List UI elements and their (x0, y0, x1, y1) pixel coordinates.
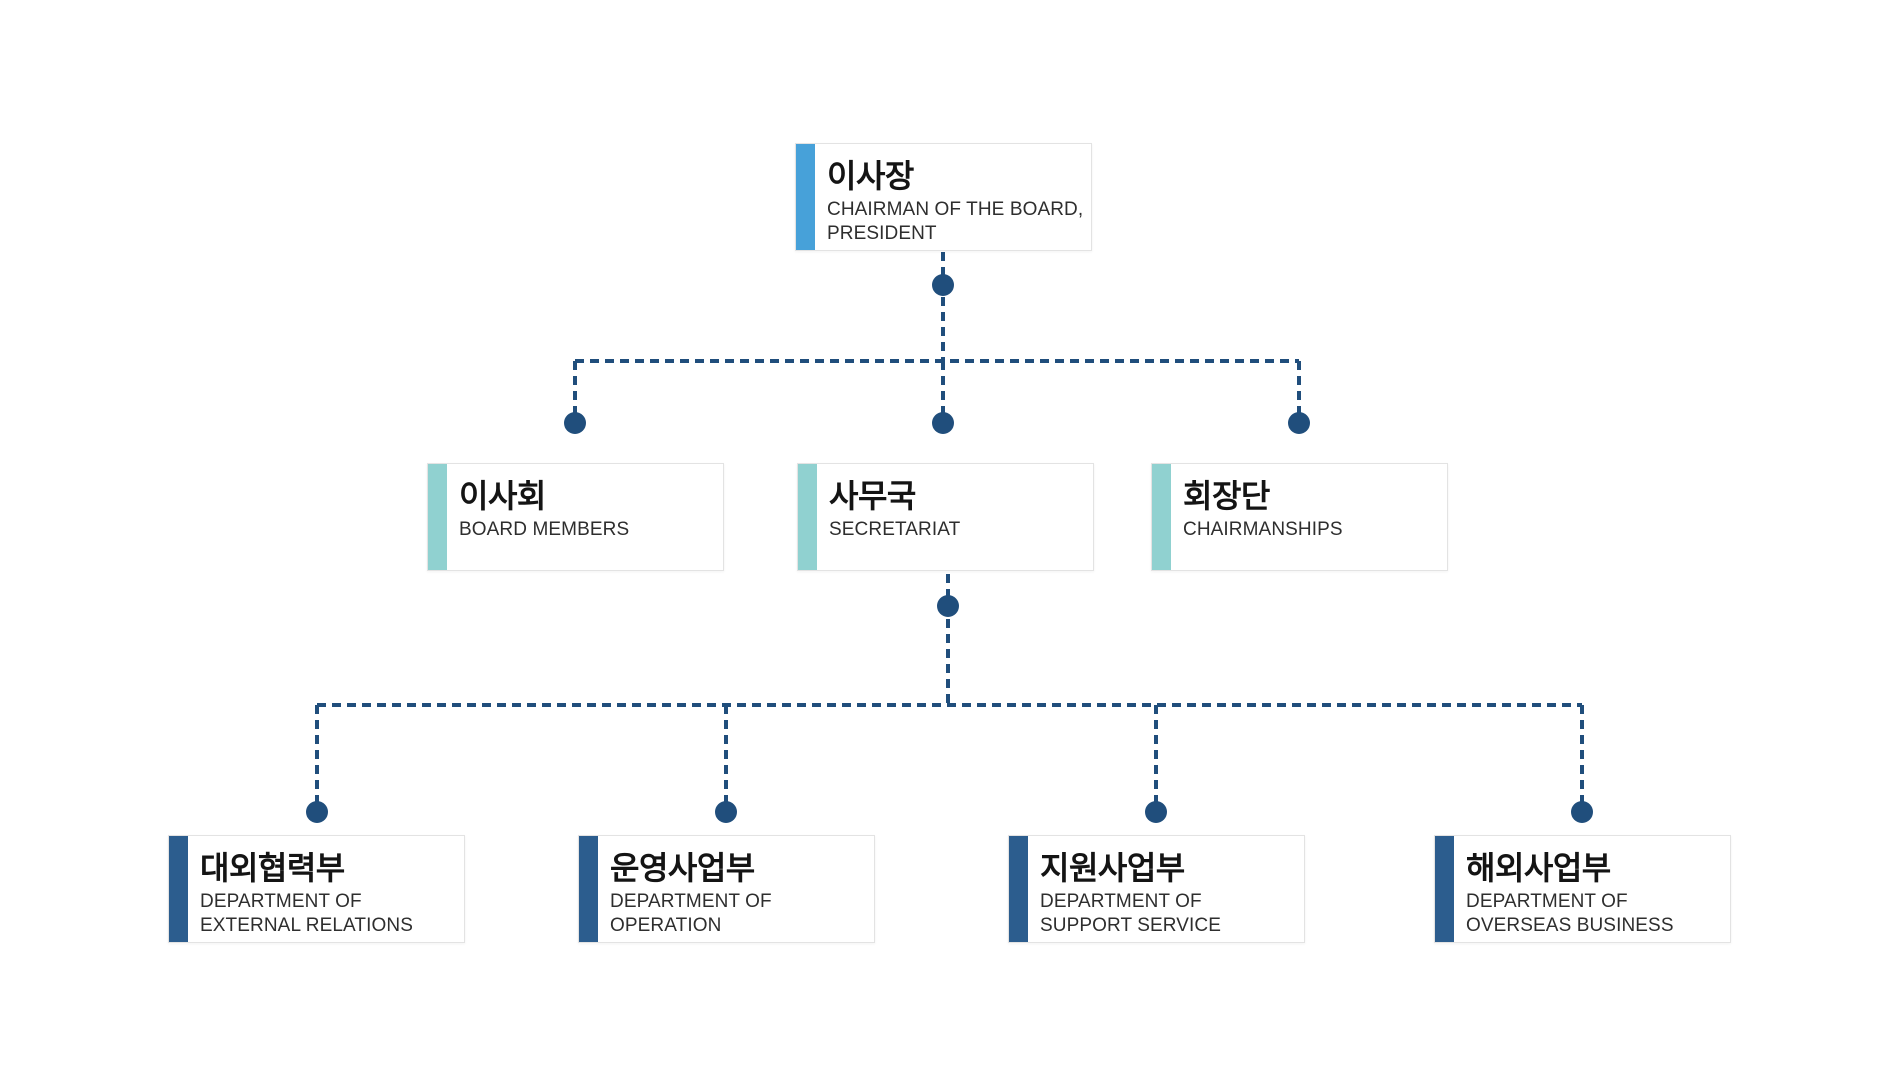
node-subtitle: CHAIRMAN OF THE BOARD, PRESIDENT (827, 199, 1084, 244)
connector-dot (1288, 412, 1310, 434)
connector-dot (306, 801, 328, 823)
accent-bar (579, 836, 598, 942)
accent-bar (428, 464, 447, 570)
connector-dot (932, 412, 954, 434)
accent-bar (1009, 836, 1028, 942)
org-node-overseas-business: 해외사업부 DEPARTMENT OF OVERSEAS BUSINESS (1434, 835, 1731, 943)
accent-bar (1435, 836, 1454, 942)
accent-bar (796, 144, 815, 250)
org-node-external-relations: 대외협력부 DEPARTMENT OF EXTERNAL RELATIONS (168, 835, 465, 943)
node-subtitle: DEPARTMENT OF OPERATION (610, 891, 772, 936)
connector-dot (1145, 801, 1167, 823)
node-subtitle: DEPARTMENT OF OVERSEAS BUSINESS (1466, 891, 1674, 936)
accent-bar (169, 836, 188, 942)
connector-dot (1571, 801, 1593, 823)
org-node-secretariat: 사무국 SECRETARIAT (797, 463, 1094, 571)
node-subtitle: BOARD MEMBERS (459, 519, 630, 540)
org-node-operation: 운영사업부 DEPARTMENT OF OPERATION (578, 835, 875, 943)
connector-dot (564, 412, 586, 434)
node-title: 해외사업부 (1466, 850, 1611, 886)
node-subtitle: DEPARTMENT OF SUPPORT SERVICE (1040, 891, 1222, 936)
node-title: 운영사업부 (610, 850, 755, 886)
connector-dot (715, 801, 737, 823)
node-title: 이사장 (827, 158, 914, 194)
org-node-board-members: 이사회 BOARD MEMBERS (427, 463, 724, 571)
node-title: 대외협력부 (200, 850, 345, 886)
accent-bar (798, 464, 817, 570)
org-node-chairmanships: 회장단 CHAIRMANSHIPS (1151, 463, 1448, 571)
node-title: 지원사업부 (1040, 850, 1185, 886)
node-title: 이사회 (459, 478, 546, 514)
node-title: 회장단 (1183, 478, 1270, 514)
node-subtitle: SECRETARIAT (829, 519, 961, 540)
org-node-support-service: 지원사업부 DEPARTMENT OF SUPPORT SERVICE (1008, 835, 1305, 943)
node-subtitle: CHAIRMANSHIPS (1183, 519, 1343, 540)
accent-bar (1152, 464, 1171, 570)
connector-dot (932, 274, 954, 296)
org-node-chairman: 이사장 CHAIRMAN OF THE BOARD, PRESIDENT (795, 143, 1092, 251)
node-subtitle: DEPARTMENT OF EXTERNAL RELATIONS (200, 891, 413, 936)
node-title: 사무국 (829, 478, 916, 514)
connector-dot (937, 595, 959, 617)
